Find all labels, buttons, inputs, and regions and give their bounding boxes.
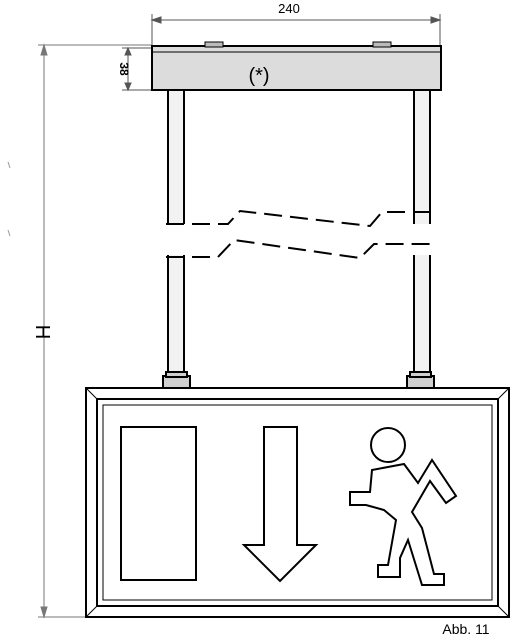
total-height-label: H — [31, 325, 53, 339]
ceiling-cap — [151, 41, 442, 91]
running-man-icon — [349, 427, 458, 586]
down-arrow-icon — [241, 426, 319, 583]
edge-marks — [7, 161, 11, 237]
break-lines — [166, 209, 432, 260]
cap-height-dimension — [122, 46, 152, 92]
width-dimension-label: 240 — [278, 1, 300, 16]
total-height-dimension — [38, 43, 152, 619]
suspension-rods — [167, 89, 431, 375]
width-dimension — [150, 14, 442, 46]
sign-left-panel — [120, 426, 197, 581]
asterisk-note: (*) — [248, 65, 269, 87]
mounting-nuts — [162, 371, 435, 389]
figure-caption: Abb. 11 — [442, 621, 489, 637]
cap-height-label: 38 — [117, 62, 131, 76]
